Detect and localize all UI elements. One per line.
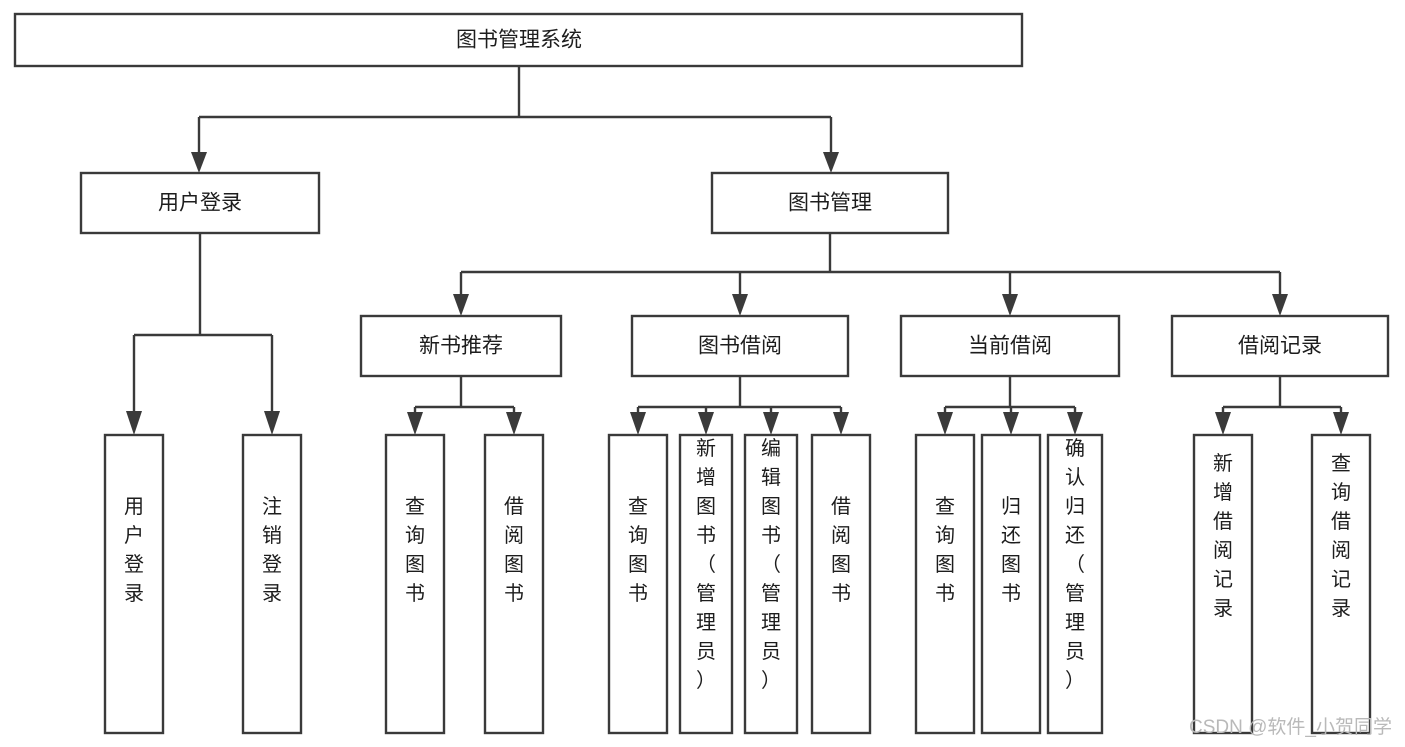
node-root-box[interactable] — [13, 12, 1024, 68]
node-leaf-borrow-book-recommend-box[interactable] — [483, 433, 545, 735]
node-root-label: 图书管理系统 — [456, 29, 582, 52]
arrow-head-leaf-query-book-current — [937, 412, 953, 435]
node-leaf-query-book-recommend-label: 查询图书 — [405, 495, 425, 605]
connector-group-newbook-to-leaves — [407, 376, 522, 435]
arrow-head-leaf-query-book-borrow — [630, 412, 646, 435]
arrow-head-borrow-record — [1272, 294, 1288, 316]
arrow-head-leaf-logout — [264, 411, 280, 435]
arrow-head-book-borrow — [732, 294, 748, 316]
arrow-head-leaf-query-book-recommend — [407, 412, 423, 435]
arrow-head-leaf-add-book — [698, 412, 714, 435]
arrow-head-user-login — [191, 152, 207, 173]
node-current-borrow-box[interactable] — [899, 314, 1121, 378]
csdn-watermark: CSDN @软件_小贺同学 — [1189, 716, 1392, 738]
connector-group-currentborrow-to-leaves — [937, 376, 1083, 435]
arrow-head-leaf-borrow-book — [833, 412, 849, 435]
node-leaf-return-book[interactable]: 归还图书 — [980, 433, 1042, 735]
connector-group-userlogin-to-leaves — [126, 233, 280, 435]
node-leaf-return-book-label: 归还图书 — [1001, 495, 1021, 605]
node-leaf-user-login-box[interactable] — [103, 433, 165, 735]
node-leaf-borrow-book-label: 借阅图书 — [831, 495, 851, 605]
node-current-borrow-label: 当前借阅 — [968, 335, 1052, 358]
node-user-login[interactable]: 用户登录 — [79, 171, 321, 235]
node-leaf-borrow-book[interactable]: 借阅图书 — [810, 433, 872, 735]
node-leaf-query-book-recommend-box[interactable] — [384, 433, 446, 735]
node-book-management-box[interactable] — [710, 171, 950, 235]
node-leaf-return-book-box[interactable] — [980, 433, 1042, 735]
node-leaf-query-borrow-record-label: 查询借阅记录 — [1331, 452, 1351, 620]
node-leaf-query-book-borrow[interactable]: 查询图书 — [607, 433, 669, 735]
arrow-head-leaf-add-borrow-record — [1215, 412, 1231, 435]
node-new-book-recommend-label: 新书推荐 — [419, 335, 503, 358]
arrow-head-leaf-borrow-book-recommend — [506, 412, 522, 435]
node-borrow-record-box[interactable] — [1170, 314, 1390, 378]
node-book-management-label: 图书管理 — [788, 192, 872, 215]
node-leaf-borrow-book-recommend[interactable]: 借阅图书 — [483, 433, 545, 735]
node-book-management[interactable]: 图书管理 — [710, 171, 950, 235]
node-book-borrow-label: 图书借阅 — [698, 335, 782, 358]
node-leaf-query-borrow-record[interactable]: 查询借阅记录 — [1310, 433, 1372, 735]
node-new-book-recommend[interactable]: 新书推荐 — [359, 314, 563, 378]
node-leaf-borrow-book-recommend-label: 借阅图书 — [504, 495, 524, 605]
node-leaf-user-login[interactable]: 用户登录 — [103, 433, 165, 735]
node-leaf-query-book-recommend[interactable]: 查询图书 — [384, 433, 446, 735]
node-leaf-query-book-current-label: 查询图书 — [935, 495, 955, 605]
node-leaf-add-borrow-record-box[interactable] — [1192, 433, 1254, 735]
connector-group-borrowrecord-to-leaves — [1215, 376, 1349, 435]
node-leaf-add-book-box[interactable] — [678, 433, 734, 735]
node-leaf-add-borrow-record-label: 新增借阅记录 — [1213, 452, 1233, 620]
node-leaf-query-book-borrow-box[interactable] — [607, 433, 669, 735]
node-leaf-logout-label: 注销登录 — [262, 495, 282, 605]
node-root[interactable]: 图书管理系统 — [13, 12, 1024, 68]
node-leaf-add-book-label: 新增图书（管理员） — [696, 437, 716, 692]
node-new-book-recommend-box[interactable] — [359, 314, 563, 378]
node-leaf-confirm-return[interactable]: 确认归还（管理员） — [1046, 433, 1104, 735]
arrow-head-new-book-recommend — [453, 294, 469, 316]
connector-group-bookmgmt-to-level3 — [453, 233, 1288, 316]
node-leaf-borrow-book-box[interactable] — [810, 433, 872, 735]
arrow-head-leaf-return-book — [1003, 412, 1019, 435]
node-leaf-add-book[interactable]: 新增图书（管理员） — [678, 433, 734, 735]
connector-group-root-to-level2 — [191, 66, 839, 173]
node-leaf-edit-book-box[interactable] — [743, 433, 799, 735]
node-user-login-label: 用户登录 — [158, 192, 242, 215]
arrow-head-current-borrow — [1002, 294, 1018, 316]
arrow-head-leaf-query-borrow-record — [1333, 412, 1349, 435]
node-leaf-query-book-borrow-label: 查询图书 — [628, 495, 648, 605]
connector-group-bookborrow-to-leaves — [630, 376, 849, 435]
node-leaf-edit-book[interactable]: 编辑图书（管理员） — [743, 433, 799, 735]
node-leaf-confirm-return-label: 确认归还（管理员） — [1065, 437, 1085, 692]
node-borrow-record[interactable]: 借阅记录 — [1170, 314, 1390, 378]
node-leaf-logout-box[interactable] — [241, 433, 303, 735]
node-leaf-query-borrow-record-box[interactable] — [1310, 433, 1372, 735]
node-current-borrow[interactable]: 当前借阅 — [899, 314, 1121, 378]
arrow-head-book-management — [823, 152, 839, 173]
node-leaf-add-borrow-record[interactable]: 新增借阅记录 — [1192, 433, 1254, 735]
node-book-borrow-box[interactable] — [630, 314, 850, 378]
arrow-head-leaf-confirm-return — [1067, 412, 1083, 435]
node-borrow-record-label: 借阅记录 — [1238, 335, 1322, 358]
arrow-head-leaf-edit-book — [763, 412, 779, 435]
node-leaf-edit-book-label: 编辑图书（管理员） — [761, 437, 781, 692]
node-leaf-logout[interactable]: 注销登录 — [241, 433, 303, 735]
node-leaf-query-book-current-box[interactable] — [914, 433, 976, 735]
node-book-borrow[interactable]: 图书借阅 — [630, 314, 850, 378]
arrow-head-leaf-user-login — [126, 411, 142, 435]
node-leaf-user-login-label: 用户登录 — [124, 496, 144, 605]
node-leaf-confirm-return-box[interactable] — [1046, 433, 1104, 735]
node-user-login-box[interactable] — [79, 171, 321, 235]
node-leaf-query-book-current[interactable]: 查询图书 — [914, 433, 976, 735]
